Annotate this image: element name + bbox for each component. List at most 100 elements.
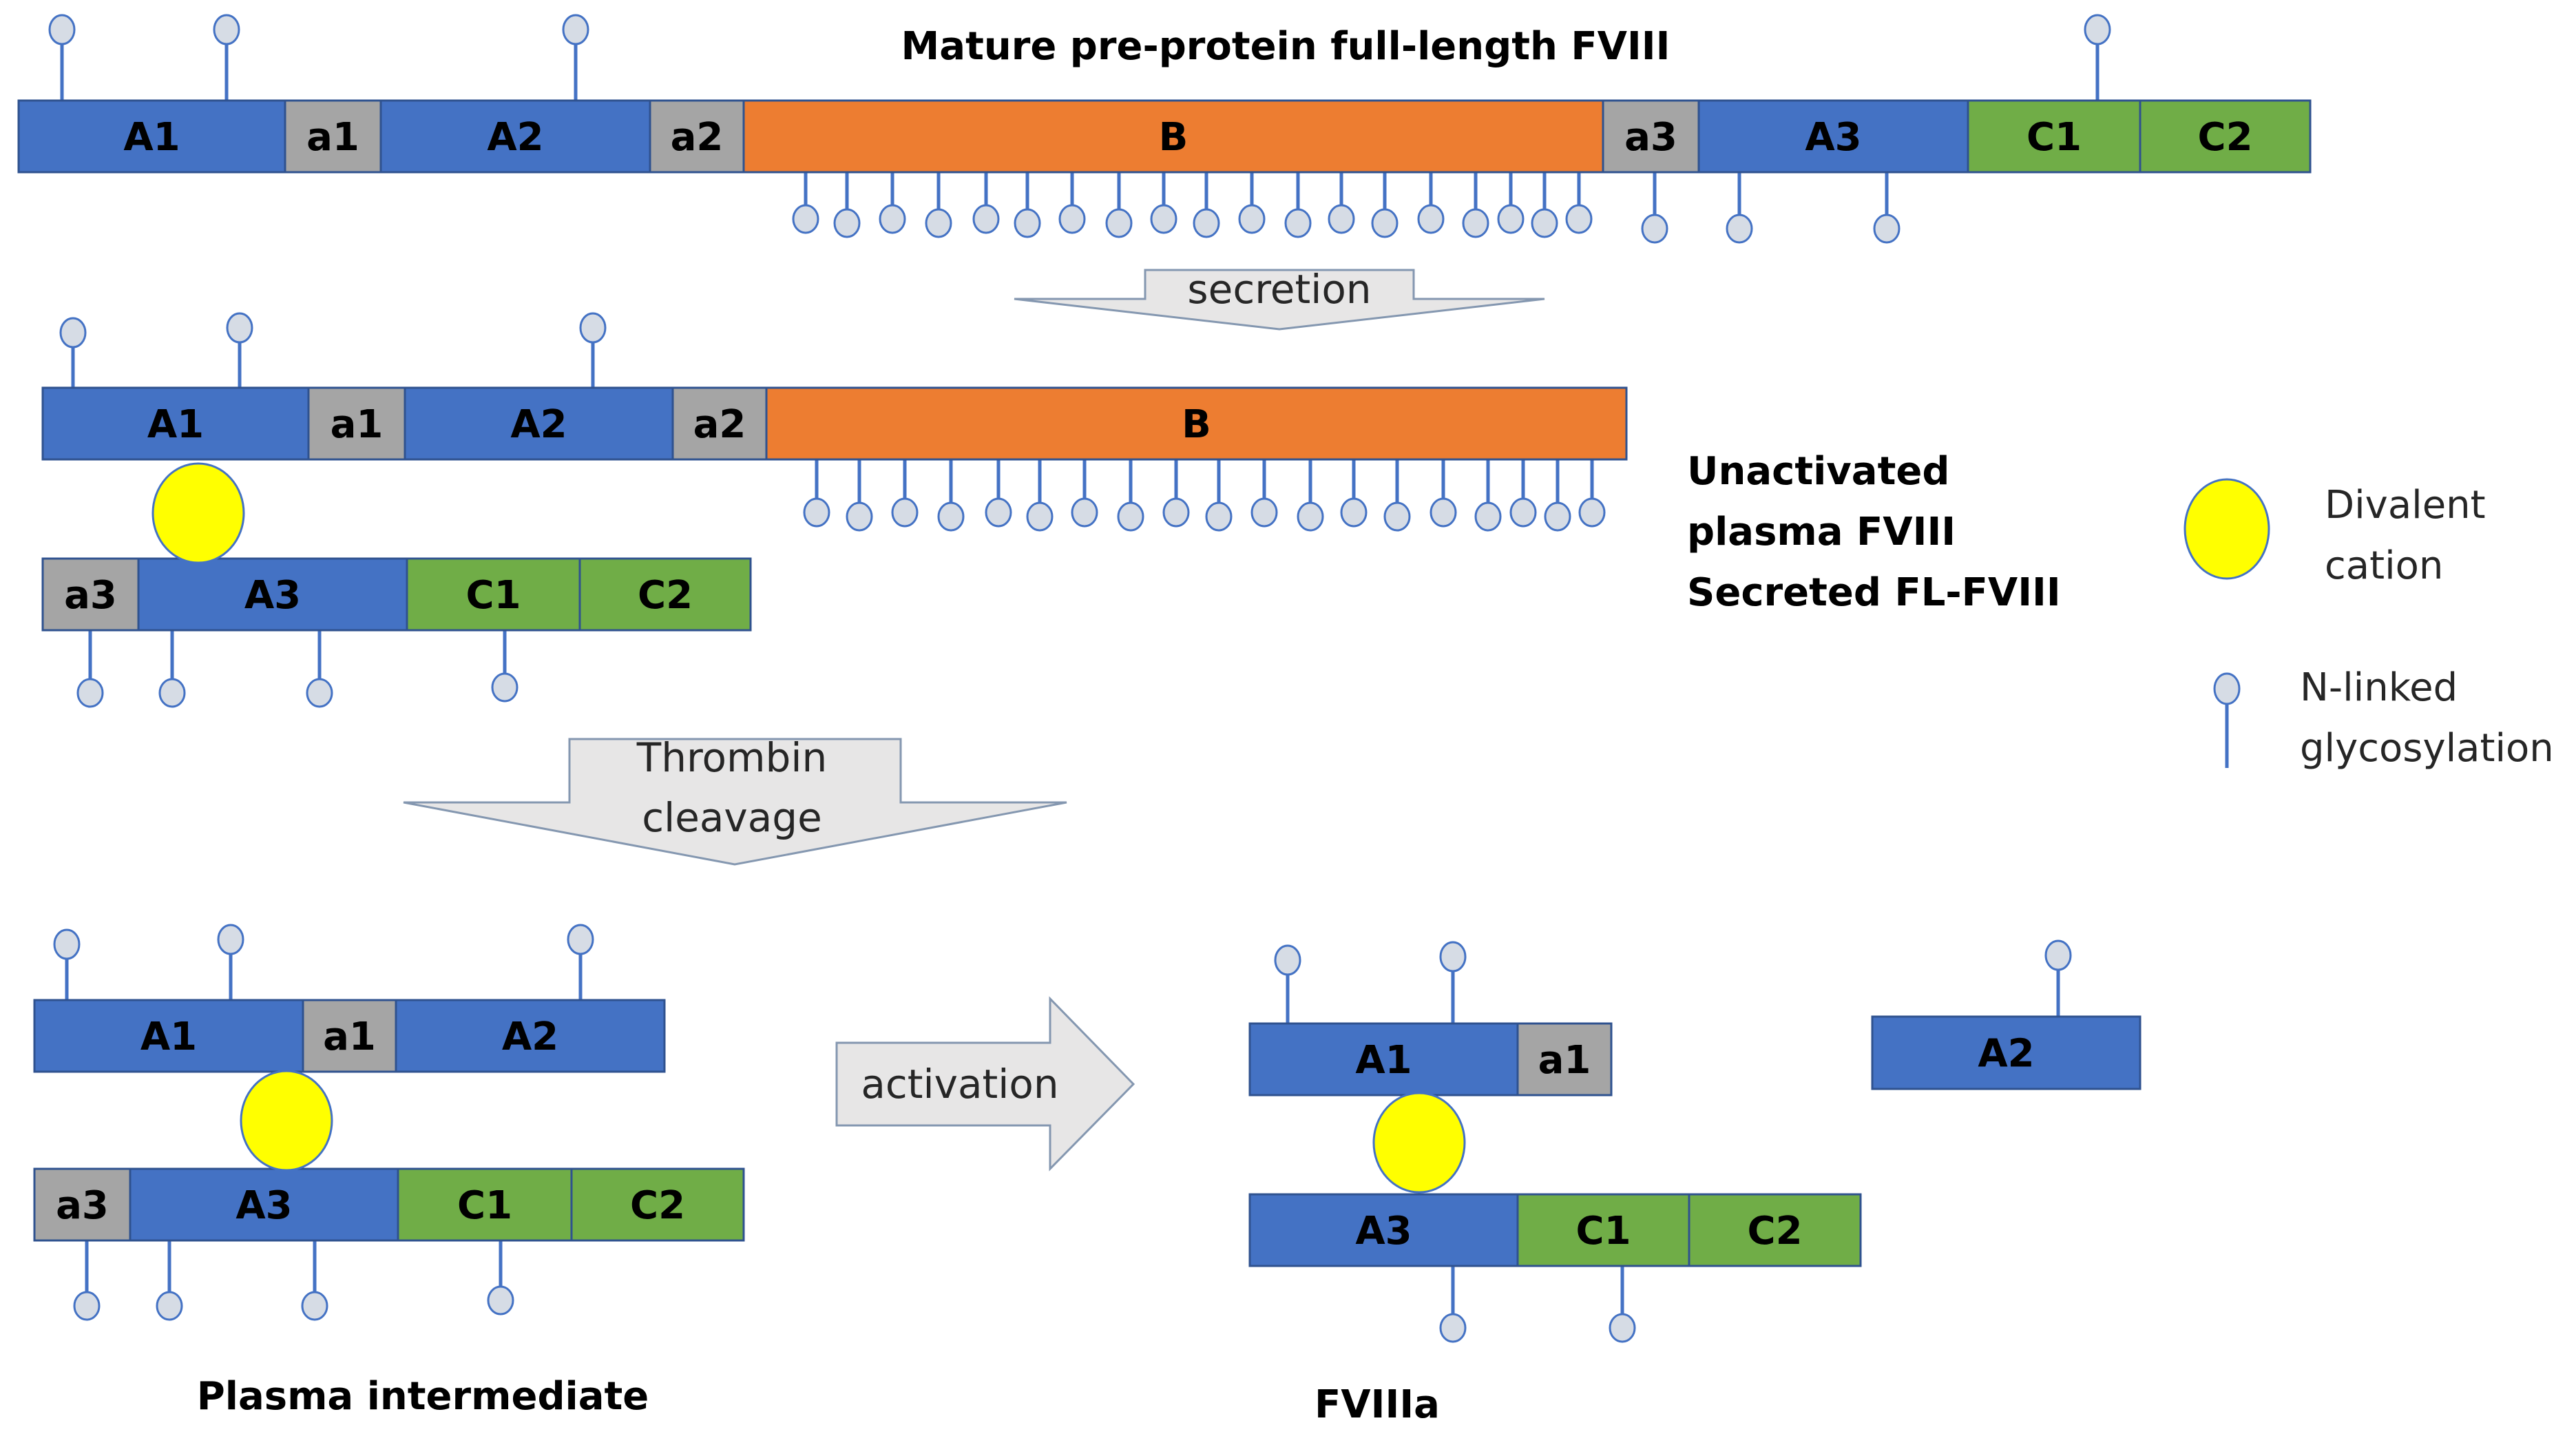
domain-a1-acidic: a1 bbox=[1516, 1022, 1613, 1097]
lollipop-icon bbox=[2213, 672, 2241, 768]
row4-light-chain: A3 C1 C2 bbox=[1248, 1193, 1862, 1267]
lollipop-icon bbox=[217, 924, 244, 1000]
domain-b: B bbox=[765, 386, 1628, 461]
row3-heavy-chain: A1 a1 A2 bbox=[33, 999, 666, 1073]
domain-a1-acidic: a1 bbox=[302, 999, 397, 1073]
lollipop-icon bbox=[1150, 172, 1177, 234]
unactivated-label-line3: Secreted FL-FVIII bbox=[1687, 570, 2061, 615]
domain-label: C2 bbox=[2197, 115, 2252, 160]
domain-label: C2 bbox=[630, 1183, 685, 1228]
domain-label: A3 bbox=[1355, 1209, 1412, 1254]
domain-a3-acidic: a3 bbox=[41, 557, 140, 632]
domain-label: B bbox=[1182, 402, 1211, 447]
legend: Divalent cation N-linked glycosylation bbox=[2184, 478, 2554, 771]
lollipop-icon bbox=[73, 1240, 101, 1321]
domain-label: a1 bbox=[323, 1015, 376, 1059]
lollipop-icon bbox=[1383, 459, 1411, 532]
divalent-cation-icon bbox=[151, 462, 245, 564]
domain-a1: A1 bbox=[33, 999, 304, 1073]
lollipop-icon bbox=[1193, 172, 1220, 238]
lollipop-icon bbox=[306, 630, 333, 708]
lollipop-icon bbox=[1026, 459, 1054, 532]
lollipop-icon bbox=[2084, 14, 2111, 101]
lollipop-icon bbox=[792, 172, 819, 234]
domain-label: A2 bbox=[502, 1015, 558, 1059]
lollipop-icon bbox=[48, 14, 76, 101]
lollipop-icon bbox=[491, 630, 519, 703]
domain-c1: C1 bbox=[406, 557, 581, 632]
lollipop-icon bbox=[833, 172, 861, 238]
domain-a3-acidic: a3 bbox=[1602, 99, 1700, 174]
domain-a1: A1 bbox=[41, 386, 310, 461]
domain-label: A3 bbox=[244, 573, 301, 618]
cleavage-label: cleavage bbox=[642, 794, 822, 841]
lollipop-icon bbox=[1565, 172, 1593, 234]
domain-c2: C2 bbox=[570, 1167, 745, 1242]
domain-label: A1 bbox=[140, 1015, 197, 1059]
plasma-intermediate-label: Plasma intermediate bbox=[197, 1374, 649, 1419]
lollipop-icon bbox=[972, 172, 1000, 234]
page-title: Mature pre-protein full-length FVIII bbox=[901, 24, 1671, 69]
lollipop-icon bbox=[1873, 172, 1900, 244]
unactivated-label-line1: Unactivated bbox=[1687, 449, 1949, 494]
thrombin-label: Thrombin bbox=[636, 734, 827, 781]
domain-c1: C1 bbox=[397, 1167, 573, 1242]
lollipop-icon bbox=[1105, 172, 1133, 238]
lollipop-icon bbox=[925, 172, 952, 238]
domain-label: a2 bbox=[671, 115, 724, 160]
lollipop-icon bbox=[1205, 459, 1233, 532]
lollipop-icon bbox=[1274, 944, 1301, 1023]
domain-label: a1 bbox=[306, 115, 359, 160]
lollipop-icon bbox=[1250, 459, 1278, 528]
lollipop-icon bbox=[562, 14, 589, 101]
domain-a3: A3 bbox=[137, 557, 408, 632]
lollipop-icon bbox=[1297, 459, 1324, 532]
cation-layer bbox=[151, 462, 1466, 1194]
domain-label: A3 bbox=[1805, 115, 1861, 160]
lollipop-icon bbox=[846, 459, 873, 532]
lollipop-icon bbox=[1162, 459, 1190, 528]
domain-a2: A2 bbox=[379, 99, 651, 174]
lollipop-icon bbox=[1544, 459, 1571, 532]
domain-a1: A1 bbox=[17, 99, 286, 174]
lollipop-icon bbox=[1439, 1266, 1467, 1343]
activation-arrow bbox=[835, 996, 1135, 1172]
domain-a3: A3 bbox=[129, 1167, 399, 1242]
lollipop-icon bbox=[1474, 459, 1502, 532]
domain-label: C1 bbox=[2027, 115, 2082, 160]
lollipop-icon bbox=[59, 317, 87, 388]
lollipop-icon bbox=[1071, 459, 1098, 528]
lollipop-icon bbox=[158, 630, 186, 708]
lollipop-icon bbox=[1439, 941, 1467, 1023]
domain-label: a3 bbox=[64, 573, 117, 618]
domain-label: A1 bbox=[1355, 1038, 1412, 1083]
lollipop-icon bbox=[985, 459, 1012, 528]
domain-label: A2 bbox=[510, 402, 567, 447]
lollipop-icon bbox=[891, 459, 919, 528]
lollipop-icon bbox=[226, 312, 253, 388]
lollipop-icon bbox=[803, 459, 830, 528]
row4-heavy-chain: A1 a1 bbox=[1248, 1022, 1613, 1097]
domain-label: a2 bbox=[693, 402, 746, 447]
domain-c2: C2 bbox=[1688, 1193, 1862, 1267]
domain-label: C2 bbox=[638, 573, 693, 618]
lollipop-icon bbox=[1371, 172, 1399, 238]
lollipop-icon bbox=[213, 14, 240, 101]
lollipop-icon bbox=[1509, 459, 1537, 528]
domain-a1: A1 bbox=[1248, 1022, 1519, 1097]
lollipop-icon bbox=[1531, 172, 1558, 238]
lollipop-icon bbox=[1238, 172, 1266, 234]
domain-a3: A3 bbox=[1248, 1193, 1519, 1267]
lollipop-icon bbox=[1641, 172, 1668, 244]
legend-glyco-line2: glycosylation bbox=[2300, 726, 2554, 771]
domain-label: C1 bbox=[1575, 1209, 1631, 1254]
lollipop-icon bbox=[76, 630, 104, 708]
domain-a2-acidic: a2 bbox=[671, 386, 768, 461]
domain-label: A2 bbox=[487, 115, 543, 160]
yellow-circle-icon bbox=[2184, 478, 2270, 580]
legend-cation-line2: cation bbox=[2325, 543, 2443, 588]
lollipop-icon bbox=[1726, 172, 1753, 244]
lollipop-icon bbox=[1058, 172, 1086, 234]
